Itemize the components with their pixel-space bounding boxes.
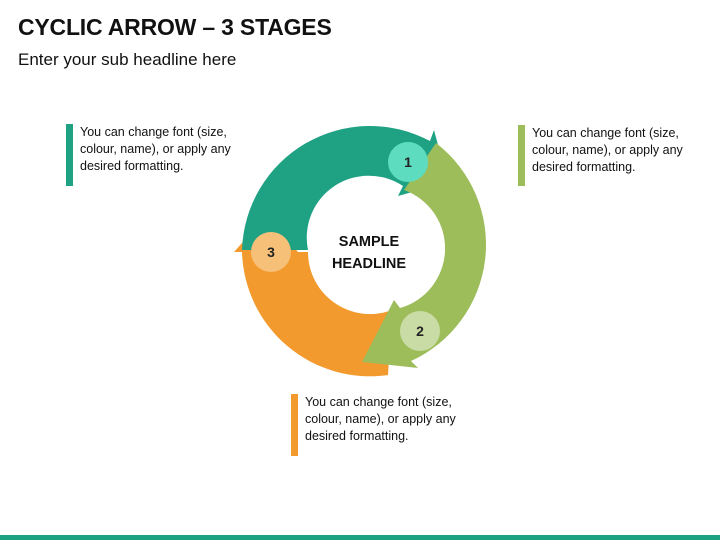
stage-2-badge xyxy=(400,311,440,351)
center-headline-line-2: HEADLINE xyxy=(332,256,406,272)
stage-1-badge xyxy=(388,142,428,182)
stage-2-accent-bar xyxy=(518,125,525,186)
stage-3-note-line: You can change font (size, xyxy=(305,395,452,409)
stage-1-note: You can change font (size, colour, name)… xyxy=(66,124,270,186)
stage-1-number: 1 xyxy=(404,154,412,170)
stage-1-note-line: desired formatting. xyxy=(80,159,184,173)
stage-2-arrow xyxy=(362,143,486,368)
page-subtitle: Enter your sub headline here xyxy=(18,50,237,69)
stage-3-note-line: colour, name), or apply any xyxy=(305,412,456,426)
stage-3-number: 3 xyxy=(267,244,275,260)
stage-1-note-line: You can change font (size, xyxy=(80,125,227,139)
footer-accent-line xyxy=(0,535,720,540)
stage-2-number: 2 xyxy=(416,323,424,339)
stage-3-accent-bar xyxy=(291,394,298,456)
center-headline-line-1: SAMPLE xyxy=(339,234,400,250)
stage-2-note-line: colour, name), or apply any xyxy=(532,143,683,157)
stage-3-note: You can change font (size, colour, name)… xyxy=(291,394,495,456)
stage-2-note: You can change font (size, colour, name)… xyxy=(518,125,720,186)
page-title: CYCLIC ARROW – 3 STAGES xyxy=(18,14,332,40)
stage-1-accent-bar xyxy=(66,124,73,186)
stage-1-note-line: colour, name), or apply any xyxy=(80,142,231,156)
stage-2-note-line: You can change font (size, xyxy=(532,126,679,140)
stage-2-note-line: desired formatting. xyxy=(532,160,636,174)
stage-3-note-line: desired formatting. xyxy=(305,429,409,443)
stage-3-badge xyxy=(251,232,291,272)
